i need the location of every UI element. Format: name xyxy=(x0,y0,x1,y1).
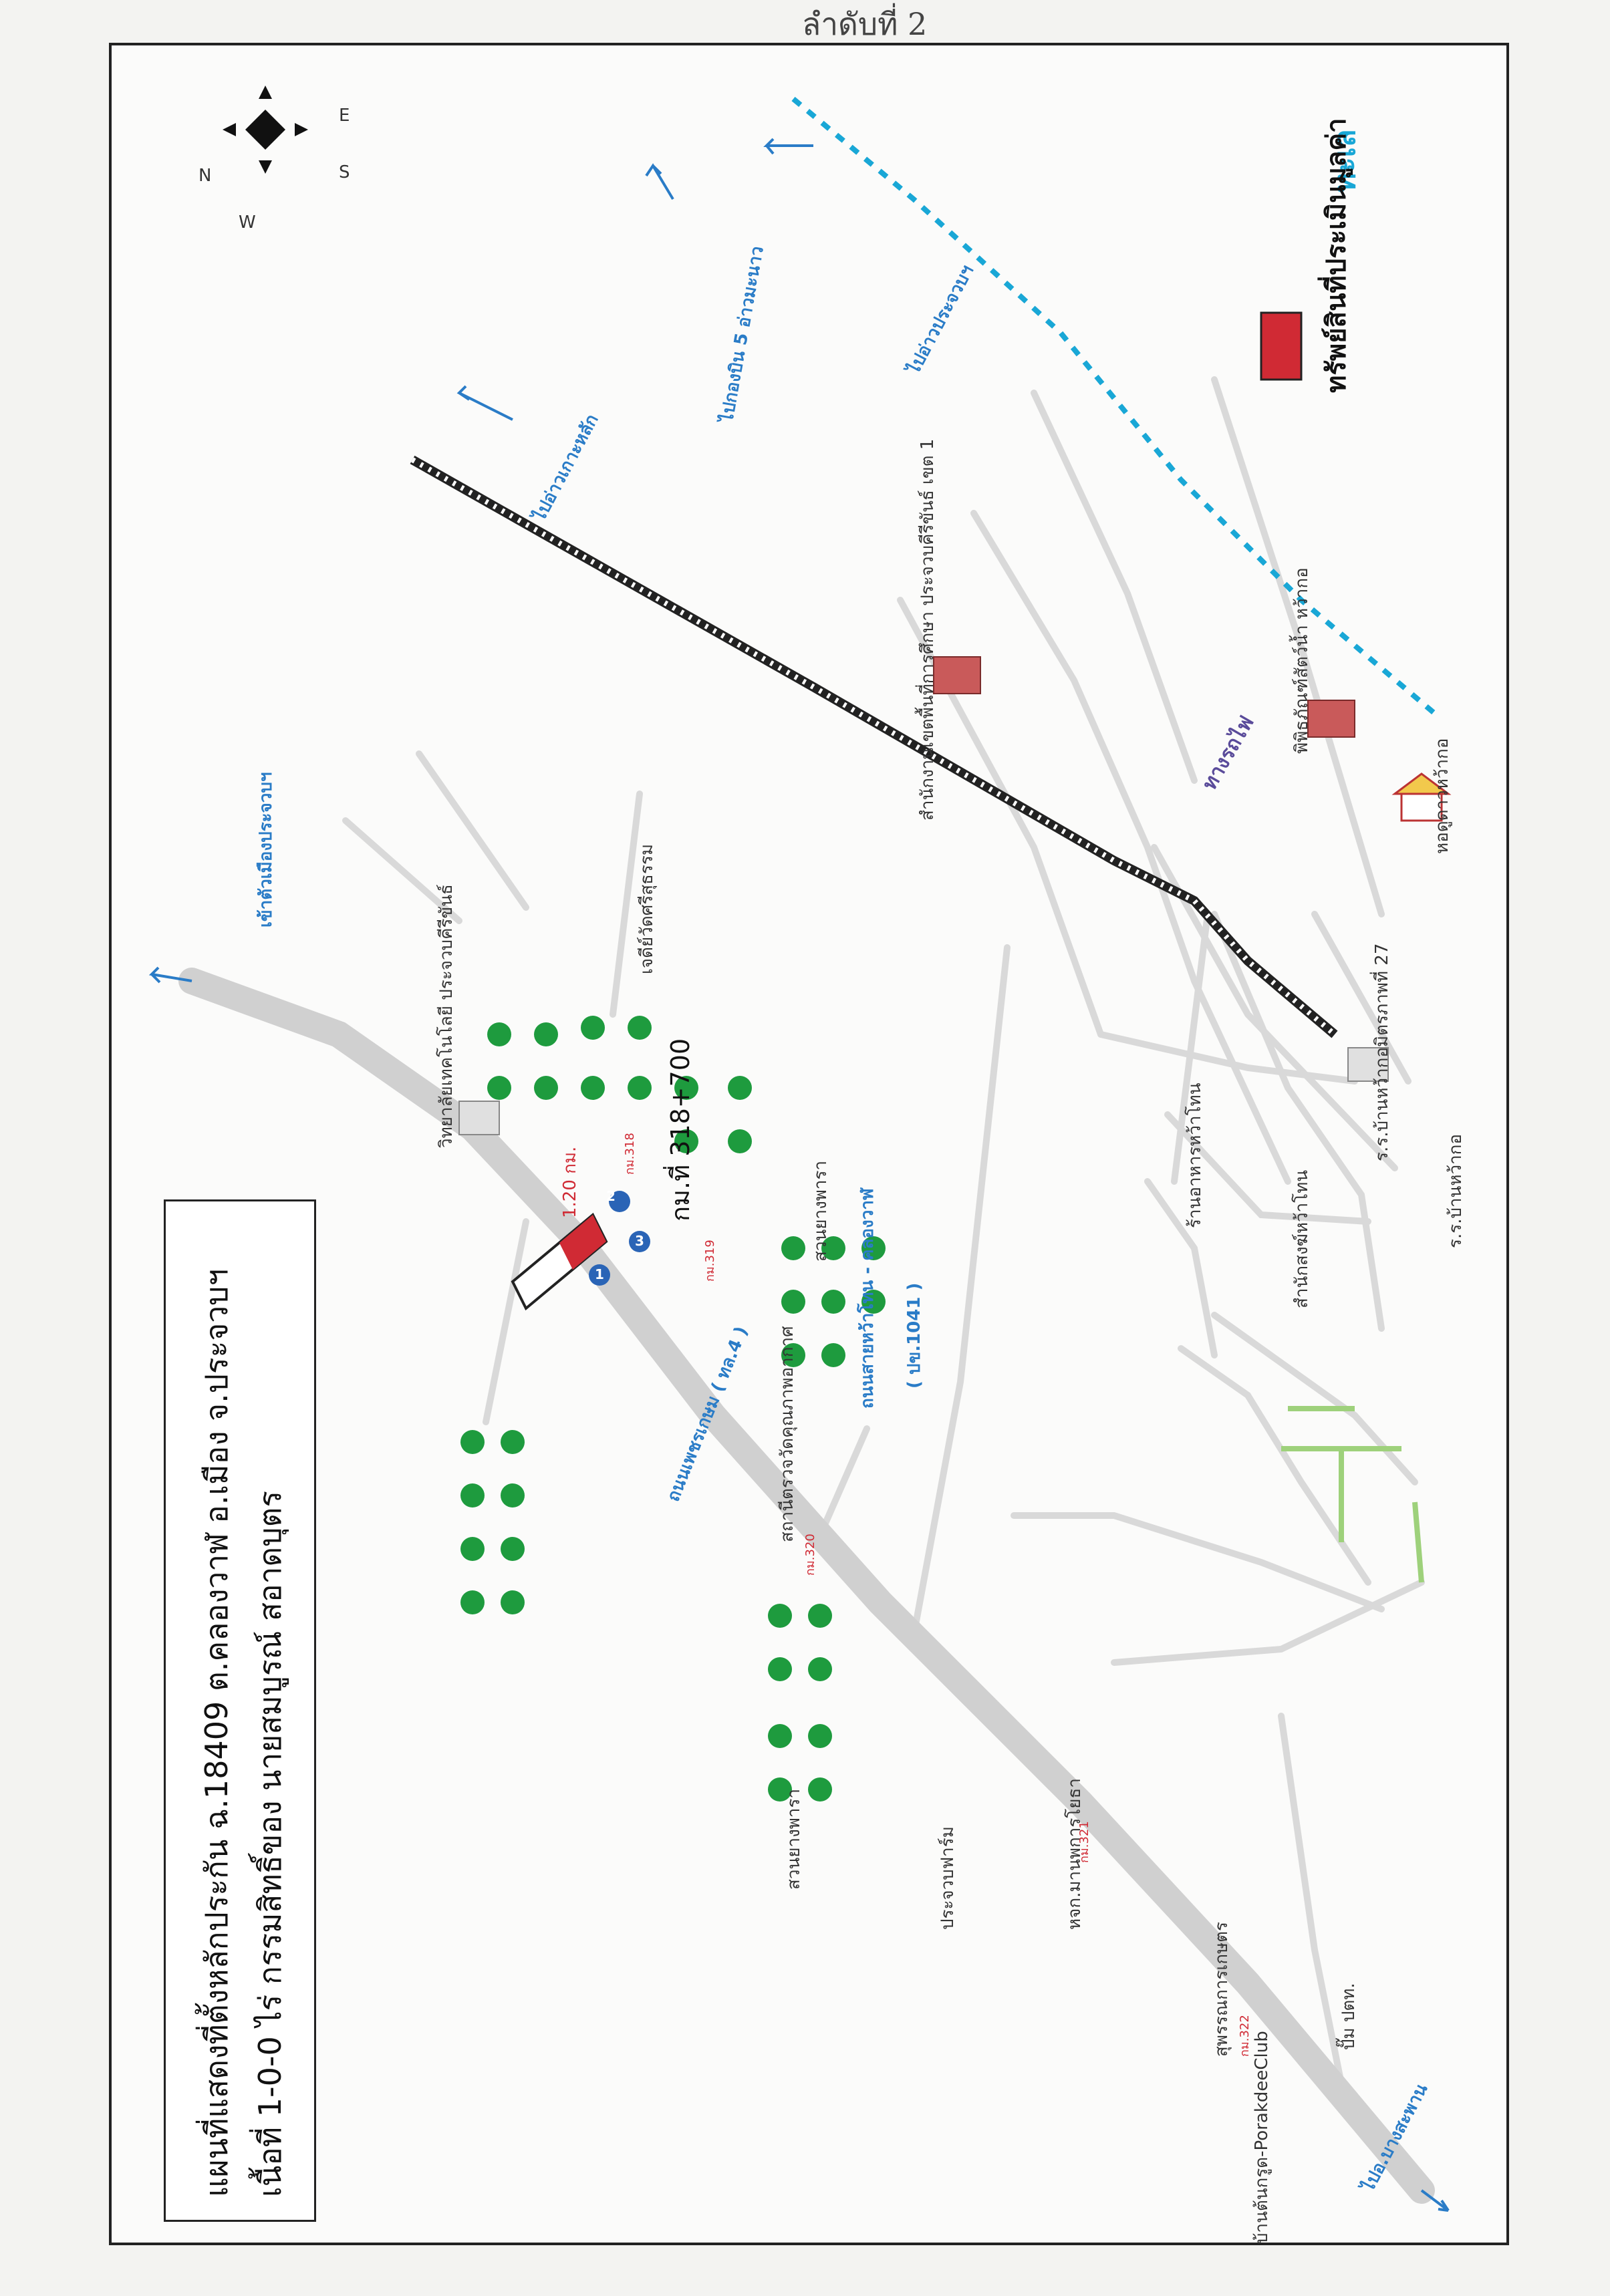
place-monk-office: สำนักสงฆ์หว้าโทน xyxy=(1292,1169,1312,1308)
place-hospital: ร.ร.บ้านหว้ากอ xyxy=(1446,1133,1466,1248)
observatory-icon xyxy=(1391,772,1452,822)
title-line-2: เนื้อที่ 1-0-0 ไร่ กรรมสิทธิ์ของ นายสมบู… xyxy=(252,1490,288,2197)
green-lanes xyxy=(1281,1406,1424,1583)
direction-arrows xyxy=(148,138,1450,2212)
place-museum: พิพิธภัณฑ์สัตว์น้ำ หว้ากอ xyxy=(1292,567,1312,754)
marker-1: 1 xyxy=(595,1266,604,1282)
marker-3: 3 xyxy=(635,1233,644,1249)
place-gas: ปั๊ม ปตท. xyxy=(1339,1983,1359,2050)
place-lotus: สุพรรณการเกษตร xyxy=(1212,1922,1232,2057)
marker-2: 2 xyxy=(606,1188,616,1204)
km-post-318: กม.318 xyxy=(623,1133,637,1175)
rubber-tree-clusters xyxy=(460,1016,886,1802)
km-marker: กม.ที่ 318+700 xyxy=(666,1038,695,1222)
compass-s: S xyxy=(339,162,350,182)
place-rubber-2: สวนยางพารา xyxy=(784,1788,804,1890)
compass-rose-icon xyxy=(223,86,308,174)
place-school27: ร.ร.บ้านหว้ากอมิตรภาพที่ 27 xyxy=(1372,943,1392,1161)
building-icons xyxy=(933,656,1355,738)
road-secondary-1: ถนนสายหว้าโทน - คลองวาฬ xyxy=(857,1188,878,1409)
km-post-320: กม.320 xyxy=(803,1534,817,1576)
legend-label: ทรัพย์สินที่ประเมินมูลค่า xyxy=(1321,118,1352,393)
place-farm: ประจวบฟาร์ม xyxy=(938,1826,958,1930)
property-parcel xyxy=(511,1212,608,1311)
place-club: บ้านต้นกรูด-PorakdeeClub xyxy=(1252,2031,1272,2244)
km-post-319: กม.319 xyxy=(703,1240,717,1282)
place-observatory: หอดูดาวหว้ากอ xyxy=(1432,738,1452,854)
title-line-1: แผนที่แสดงที่ตั้งหลักประกัน ฉ.18409 ต.คล… xyxy=(198,1268,235,2197)
highway-line xyxy=(178,968,1435,2204)
place-college: วิทยาลัยเทคโนโลยี ประจวบคีรีขันธ์ xyxy=(436,884,456,1148)
place-temple: เจดีย์วัดศรีสุธรรม xyxy=(637,844,657,974)
map-canvas xyxy=(148,86,1452,2212)
compass-w: W xyxy=(239,212,256,233)
coastline xyxy=(791,96,1437,716)
local-roads xyxy=(342,376,1425,2120)
title-box: แผนที่แสดงที่ตั้งหลักประกัน ฉ.18409 ต.คล… xyxy=(164,1199,316,2222)
distance-label: 1.20 กม. xyxy=(560,1146,580,1218)
place-rubber-1: สวนยางพารา xyxy=(811,1160,831,1262)
office-icons xyxy=(458,1047,1389,1135)
location-markers xyxy=(589,1191,650,1286)
map-frame: N E S W ทะเล ทรัพย์สินที่ประเมินมูลค่า ถ… xyxy=(109,43,1509,2245)
compass-e: E xyxy=(339,106,350,126)
road-secondary-2: ( ปข.1041 ) xyxy=(904,1282,924,1389)
place-police: สถานีตรวจวัดคุณภาพอากาศ xyxy=(777,1326,797,1542)
place-restaurant: ร้านอาหารหว้าโทน xyxy=(1185,1083,1205,1228)
compass-n: N xyxy=(198,166,212,186)
dir-to-town: เข้าตัวเมืองประจวบฯ xyxy=(256,772,276,927)
handwritten-note: ลำดับที่ 2 xyxy=(802,6,928,42)
km-post-321: กม.321 xyxy=(1077,1821,1091,1863)
place-edu-office: สำนักงานเขตพื้นที่การศึกษา ประจวบคีรีขัน… xyxy=(918,438,938,821)
legend-swatch xyxy=(1260,311,1303,381)
km-post-322: กม.322 xyxy=(1238,2015,1252,2057)
railway-line xyxy=(410,455,1338,1038)
